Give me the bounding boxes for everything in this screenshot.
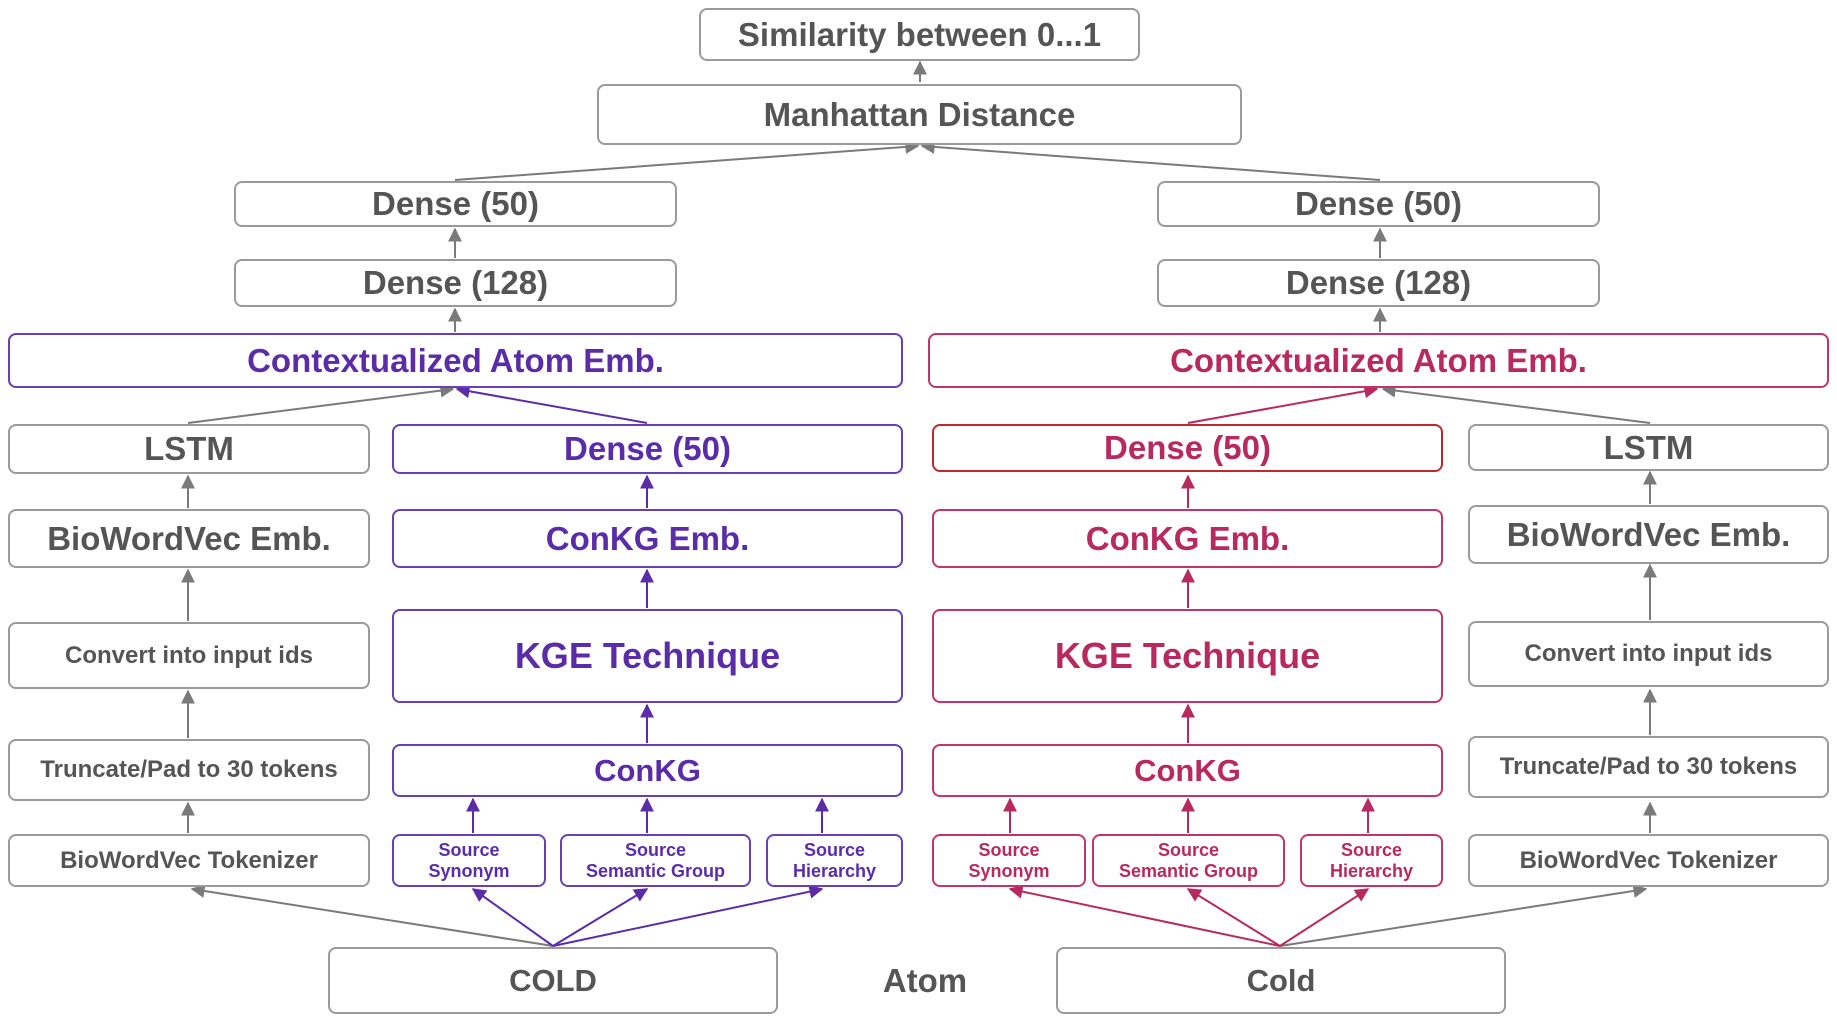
right-lstm-box: LSTM: [1468, 424, 1829, 471]
left-dense-50-top-label: Dense (50): [372, 185, 539, 223]
left-contextualized-box: Contextualized Atom Emb.: [8, 333, 903, 388]
right-biowordvec-emb-box: BioWordVec Emb.: [1468, 505, 1829, 564]
left-dense-128-box: Dense (128): [234, 259, 677, 307]
left-truncate-box: Truncate/Pad to 30 tokens: [8, 739, 370, 801]
left-contextualized-label: Contextualized Atom Emb.: [247, 341, 664, 379]
right-source-semantic-line1: Source: [1157, 839, 1220, 860]
right-dense-50-top-label: Dense (50): [1295, 185, 1462, 223]
left-kge-technique-box: KGE Technique: [392, 609, 903, 703]
right-input-label: Cold: [1246, 962, 1316, 998]
right-source-hierarchy-line2: Hierarchy: [1329, 860, 1414, 881]
left-input-label: COLD: [509, 962, 597, 998]
right-source-semantic-line2: Semantic Group: [1118, 860, 1259, 881]
left-biowordvec-emb-label: BioWordVec Emb.: [47, 519, 331, 557]
right-dense-128-label: Dense (128): [1285, 264, 1472, 302]
manhattan-label: Manhattan Distance: [763, 95, 1076, 133]
similarity-label: Similarity between 0...1: [737, 15, 1102, 53]
right-dense-50-label: Dense (50): [1104, 429, 1271, 467]
right-conkg-emb-label: ConKG Emb.: [1085, 519, 1290, 557]
right-dense-128-box: Dense (128): [1157, 259, 1600, 307]
right-kge-technique-label: KGE Technique: [1054, 635, 1321, 677]
left-source-synonym-line1: Source: [438, 839, 500, 860]
left-source-semantic-line2: Semantic Group: [585, 860, 726, 881]
left-lstm-box: LSTM: [8, 424, 370, 474]
right-source-hierarchy-line1: Source: [1340, 839, 1403, 860]
right-conkg-label: ConKG: [1134, 752, 1241, 788]
left-source-synonym-line2: Synonym: [428, 860, 510, 881]
right-convert-ids-label: Convert into input ids: [1524, 640, 1773, 668]
left-dense-50-box: Dense (50): [392, 424, 903, 474]
right-tokenizer-box: BioWordVec Tokenizer: [1468, 834, 1829, 887]
manhattan-distance-box: Manhattan Distance: [597, 84, 1242, 145]
left-conkg-box: ConKG: [392, 744, 903, 797]
right-dense-50-box: Dense (50): [932, 424, 1443, 472]
right-conkg-box: ConKG: [932, 744, 1443, 797]
right-truncate-box: Truncate/Pad to 30 tokens: [1468, 736, 1829, 798]
left-source-hierarchy-line2: Hierarchy: [792, 860, 877, 881]
left-tokenizer-label: BioWordVec Tokenizer: [60, 846, 318, 874]
left-truncate-label: Truncate/Pad to 30 tokens: [40, 756, 338, 784]
right-kge-technique-box: KGE Technique: [932, 609, 1443, 703]
left-biowordvec-emb-box: BioWordVec Emb.: [8, 509, 370, 568]
right-tokenizer-label: BioWordVec Tokenizer: [1519, 846, 1778, 874]
right-conkg-emb-box: ConKG Emb.: [932, 509, 1443, 568]
right-dense-50-top-box: Dense (50): [1157, 181, 1600, 227]
left-dense-50-label: Dense (50): [564, 430, 731, 468]
left-conkg-emb-label: ConKG Emb.: [545, 519, 750, 557]
right-contextualized-label: Contextualized Atom Emb.: [1170, 341, 1587, 379]
right-lstm-label: LSTM: [1603, 428, 1694, 466]
right-contextualized-box: Contextualized Atom Emb.: [928, 333, 1829, 388]
left-conkg-label: ConKG: [594, 752, 701, 788]
left-convert-ids-label: Convert into input ids: [65, 641, 313, 669]
left-lstm-label: LSTM: [144, 430, 234, 468]
right-truncate-label: Truncate/Pad to 30 tokens: [1499, 753, 1798, 781]
left-convert-ids-box: Convert into input ids: [8, 622, 370, 689]
left-source-semantic-line1: Source: [624, 839, 687, 860]
left-dense-128-label: Dense (128): [362, 264, 549, 302]
right-input-box: Cold: [1056, 947, 1506, 1014]
similarity-box: Similarity between 0...1: [699, 8, 1140, 61]
left-conkg-emb-box: ConKG Emb.: [392, 509, 903, 568]
atom-label: Atom: [882, 962, 968, 999]
right-source-synonym-line2: Synonym: [968, 860, 1050, 881]
left-source-hierarchy-line1: Source: [803, 839, 866, 860]
left-kge-technique-label: KGE Technique: [514, 635, 781, 677]
right-convert-ids-box: Convert into input ids: [1468, 621, 1829, 687]
left-tokenizer-box: BioWordVec Tokenizer: [8, 834, 370, 887]
right-source-synonym-line1: Source: [978, 839, 1040, 860]
left-input-box: COLD: [328, 947, 778, 1014]
left-dense-50-top-box: Dense (50): [234, 181, 677, 227]
right-biowordvec-emb-label: BioWordVec Emb.: [1506, 515, 1791, 553]
